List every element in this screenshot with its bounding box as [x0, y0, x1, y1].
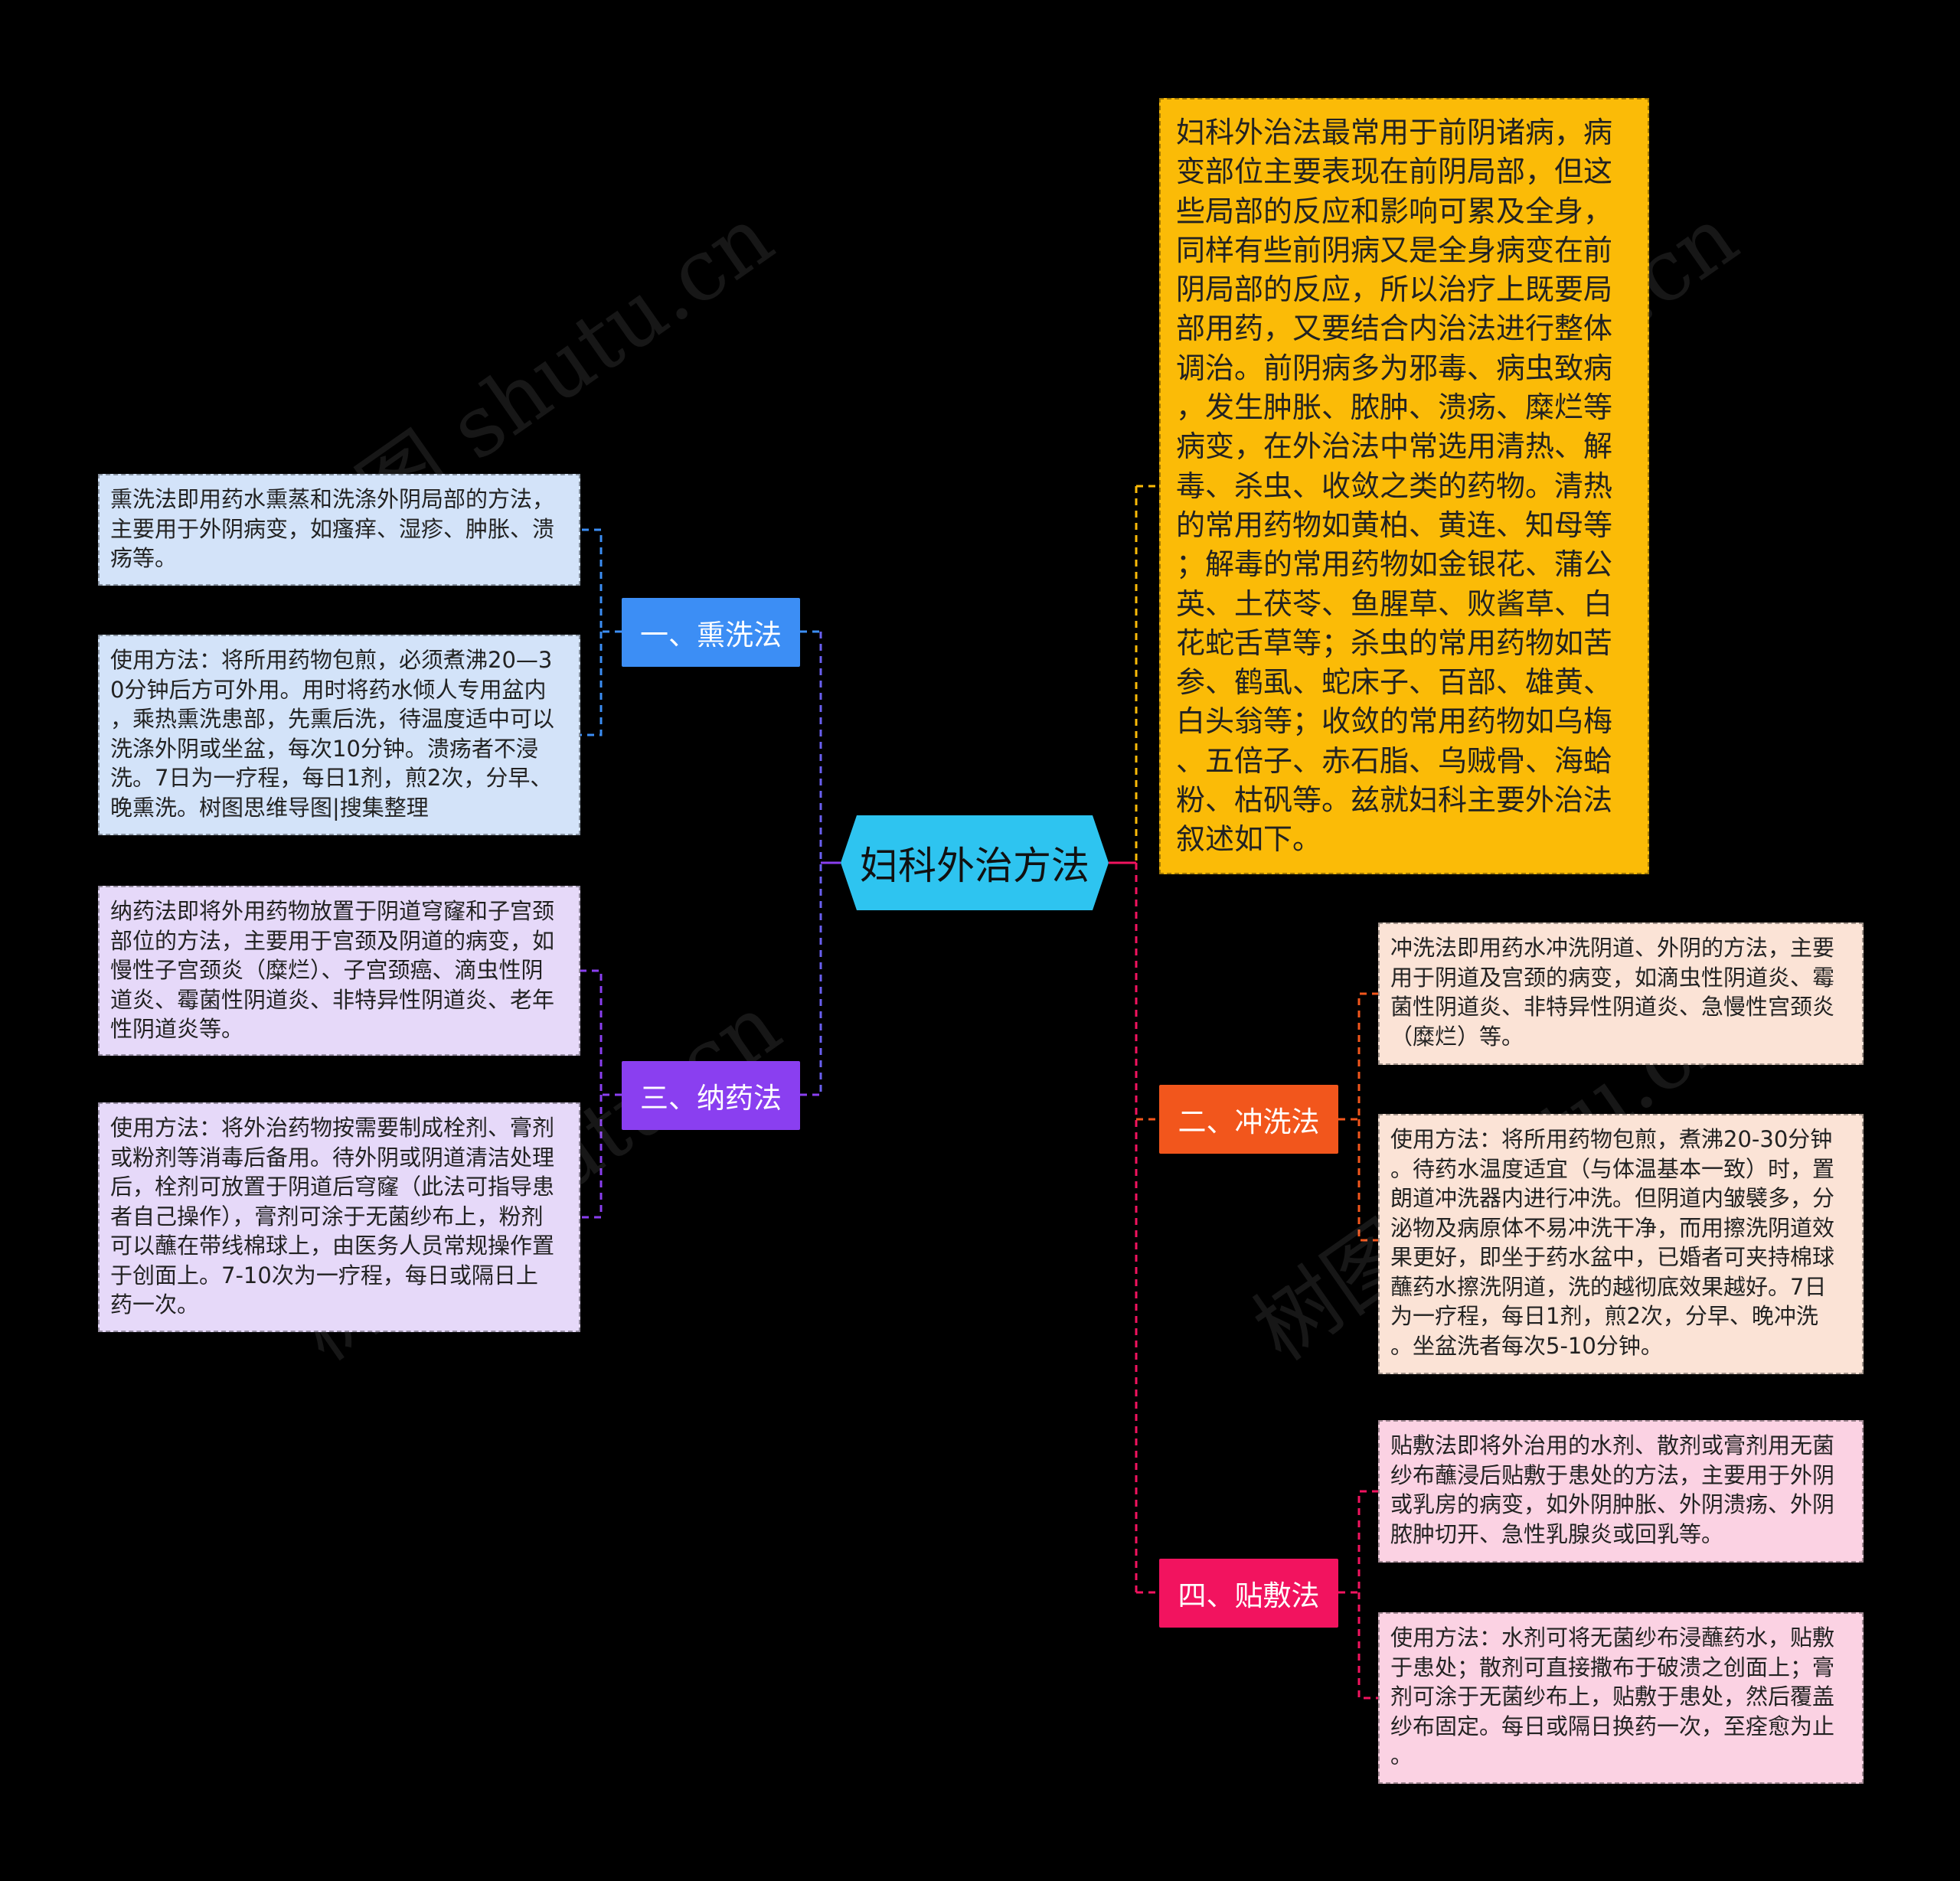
- leaf-tiefu-usage[interactable]: 使用方法：水剂可将无菌纱布浸蘸药水，贴敷 于患处；散剂可直接撒布于破溃之创面上；…: [1378, 1612, 1864, 1784]
- branch-tiefu-label: 四、贴敷法: [1178, 1579, 1320, 1612]
- leaf-xunxi-usage[interactable]: 使用方法：将所用药物包煎，必须煮沸20—3 0分钟后方可外用。用时将药水倾人专用…: [98, 635, 580, 835]
- branch-tiefu[interactable]: 四、贴敷法: [1159, 1559, 1338, 1628]
- leaf-nayao-definition[interactable]: 纳药法即将外用药物放置于阴道穹窿和子宫颈 部位的方法，主要用于宫颈及阴道的病变，…: [98, 886, 580, 1056]
- branch-nayao-label: 三、纳药法: [640, 1082, 782, 1115]
- intro-node[interactable]: 妇科外治法最常用于前阴诸病，病 变部位主要表现在前阴局部，但这 些局部的反应和影…: [1159, 98, 1649, 874]
- center-topic-label: 妇科外治方法: [860, 844, 1089, 888]
- center-topic[interactable]: 妇科外治方法: [841, 815, 1109, 910]
- leaf-xunxi-definition[interactable]: 熏洗法即用药水熏蒸和洗涤外阴局部的方法， 主要用于外阴病变，如瘙痒、湿疹、肿胀、…: [98, 474, 580, 586]
- branch-nayao[interactable]: 三、纳药法: [622, 1061, 800, 1130]
- branch-chongxi-label: 二、冲洗法: [1178, 1105, 1320, 1138]
- branch-chongxi[interactable]: 二、冲洗法: [1159, 1085, 1338, 1154]
- leaf-nayao-usage[interactable]: 使用方法：将外治药物按需要制成栓剂、膏剂 或粉剂等消毒后备用。待外阴或阴道清洁处…: [98, 1102, 580, 1332]
- leaf-chongxi-definition[interactable]: 冲洗法即用药水冲洗阴道、外阴的方法，主要 用于阴道及宫颈的病变，如滴虫性阴道炎、…: [1378, 923, 1864, 1065]
- branch-xunxi-label: 一、熏洗法: [640, 619, 782, 651]
- leaf-tiefu-definition[interactable]: 贴敷法即将外治用的水剂、散剂或膏剂用无菌 纱布蘸浸后贴敷于患处的方法，主要用于外…: [1378, 1420, 1864, 1563]
- branch-xunxi[interactable]: 一、熏洗法: [622, 598, 800, 667]
- leaf-chongxi-usage[interactable]: 使用方法：将所用药物包煎，煮沸20-30分钟 。待药水温度适宜（与体温基本一致）…: [1378, 1114, 1864, 1374]
